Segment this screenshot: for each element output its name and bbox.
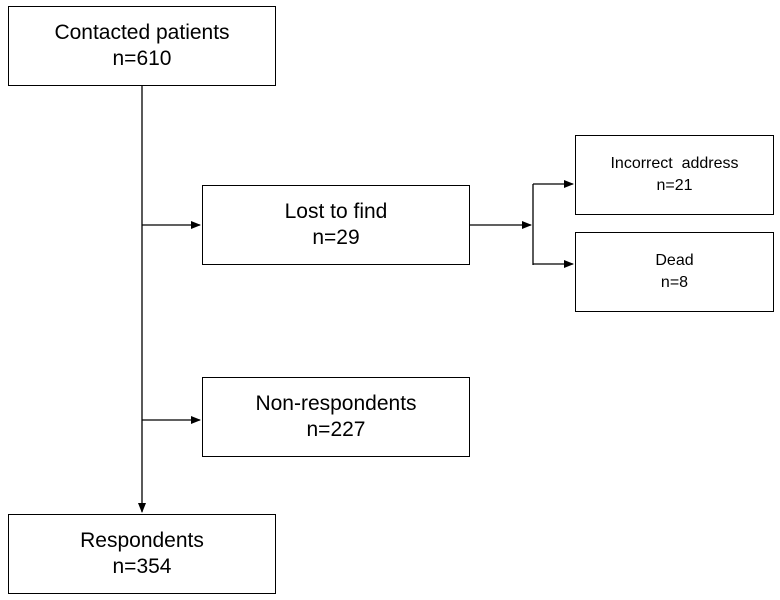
non-respondents-box: Non-respondents n=227 (202, 377, 470, 457)
incorrect-address-count: n=21 (656, 177, 693, 194)
non-respondents-title: Non-respondents (255, 392, 417, 415)
lost-to-find-count: n=29 (312, 226, 360, 249)
respondents-title: Respondents (80, 529, 204, 552)
incorrect-address-box: Incorrect address n=21 (575, 135, 774, 215)
lost-to-find-box: Lost to find n=29 (202, 185, 470, 265)
non-respondents-count: n=227 (306, 418, 366, 441)
contacted-patients-box: Contacted patients n=610 (8, 6, 276, 86)
incorrect-address-title: Incorrect address (610, 155, 739, 172)
dead-box: Dead n=8 (575, 232, 774, 312)
contacted-patients-title: Contacted patients (54, 21, 230, 44)
dead-title: Dead (655, 252, 694, 269)
respondents-count: n=354 (112, 555, 172, 578)
contacted-patients-count: n=610 (112, 47, 172, 70)
respondents-box: Respondents n=354 (8, 514, 276, 594)
lost-to-find-title: Lost to find (284, 200, 388, 223)
dead-count: n=8 (660, 274, 689, 291)
